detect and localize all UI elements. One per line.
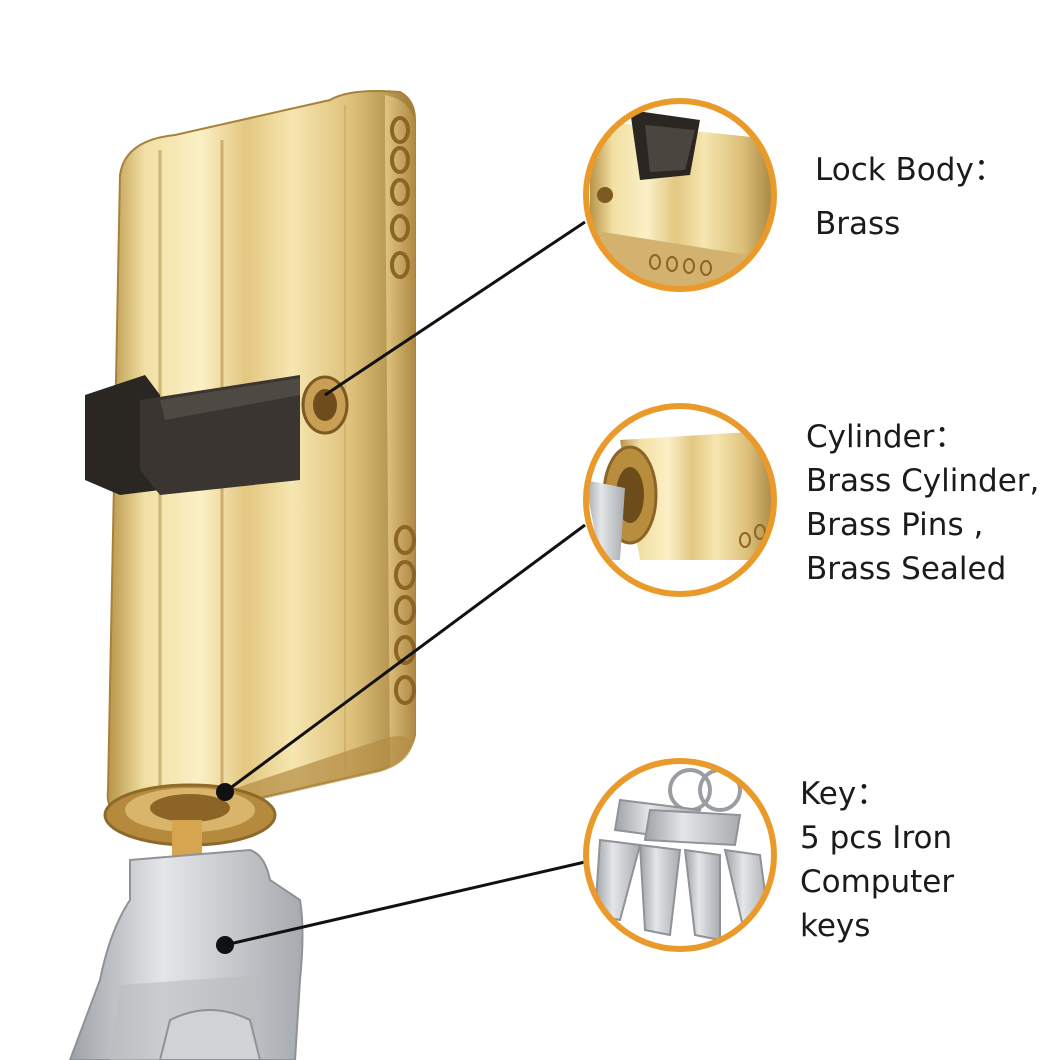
inserted-key [68, 820, 304, 1060]
lock-body-title: Lock Body： [815, 152, 1005, 188]
cylinder-line-2: Brass Pins , [806, 507, 984, 543]
key-line-3: keys [800, 908, 871, 944]
key-title: Key： [800, 776, 888, 812]
cylinder-title: Cylinder： [806, 419, 966, 455]
lock-body-detail-icon [583, 98, 777, 292]
key-label: Key： 5 pcs Iron Computer keys [800, 772, 954, 948]
cylinder-label: Cylinder： Brass Cylinder, Brass Pins , B… [806, 415, 1039, 591]
cylinder-detail-icon [583, 403, 777, 597]
leader-lines [224, 220, 586, 947]
key-line-1: 5 pcs Iron [800, 820, 953, 856]
cylinder-line-3: Brass Sealed [806, 551, 1007, 587]
cam-lever [85, 375, 300, 495]
lock-body-material: Brass [815, 206, 901, 242]
lock-body-label: Lock Body： Brass [815, 148, 1005, 246]
cylinder-line-1: Brass Cylinder, [806, 463, 1040, 499]
key-bunch-detail-icon [583, 758, 777, 952]
lock-cylinder-body [85, 90, 416, 847]
key-line-2: Computer [800, 864, 955, 900]
